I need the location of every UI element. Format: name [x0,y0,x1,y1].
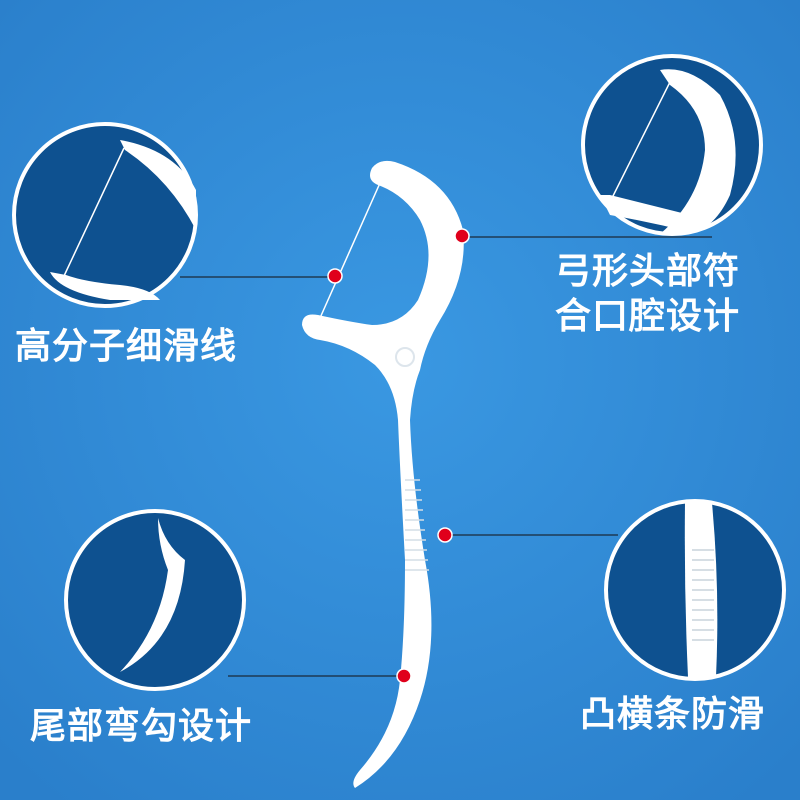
detail-circle-grip [604,499,786,681]
marker-dot-grip [437,527,453,543]
marker-dot-head [454,228,470,244]
floss-pick [302,160,464,788]
marker-dot-floss [327,268,343,284]
label-tail: 尾部弯勾设计 [30,706,253,747]
connector-lines [180,236,712,677]
label-head-line2: 合口腔设计 [555,296,741,337]
marker-dot-tail [396,668,412,684]
detail-circle-floss [12,122,198,308]
detail-circle-tail [64,509,246,691]
detail-circle-head [581,54,763,236]
label-head-line1: 弓形头部符 [555,251,741,292]
label-grip: 凸横条防滑 [580,694,766,735]
label-floss: 高分子细滑线 [15,326,238,367]
